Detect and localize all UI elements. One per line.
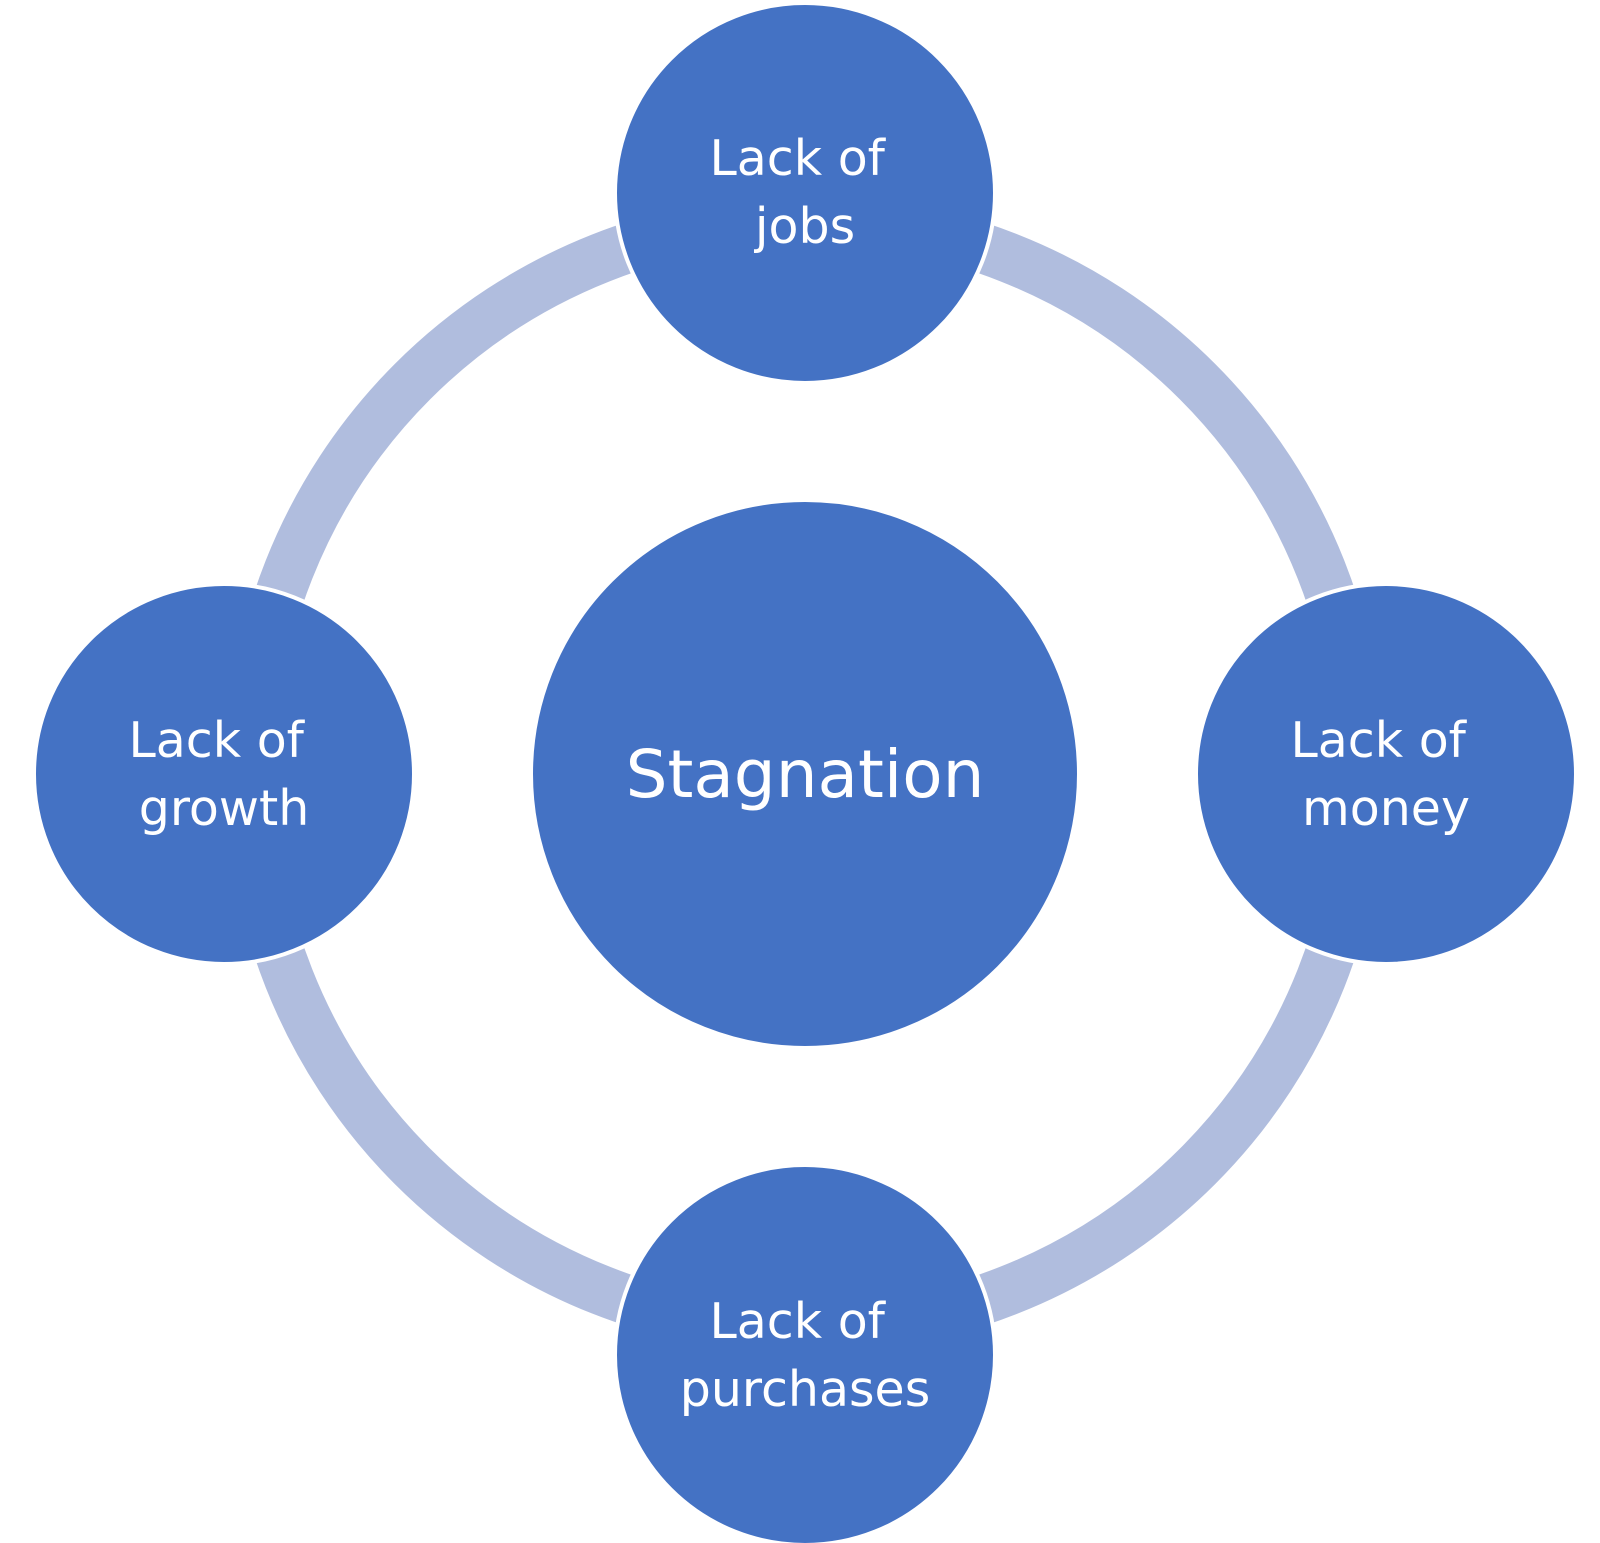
node-money-line1: Lack of [1290,712,1467,769]
node-purchases-circle [613,1163,997,1543]
node-money-circle [1194,582,1578,966]
node-growth-label: Lack of growth [128,712,319,837]
center-node-label: Stagnation [626,736,985,813]
node-money-line2: money [1302,780,1470,837]
node-growth-circle [32,582,416,966]
node-growth-line1: Lack of [128,712,305,769]
node-jobs-label: Lack of jobs [709,130,900,255]
center-node-circle [529,498,1081,1050]
node-jobs-line2: jobs [754,198,855,255]
node-lack-of-purchases: Lack of purchases [613,1163,997,1543]
node-purchases-label: Lack of purchases [680,1293,930,1418]
node-lack-of-money: Lack of money [1194,582,1578,966]
node-lack-of-growth: Lack of growth [32,582,416,966]
node-purchases-line1: Lack of [709,1293,886,1350]
node-lack-of-jobs: Lack of jobs [613,1,997,385]
node-jobs-circle [613,1,997,385]
node-purchases-line2: purchases [680,1361,930,1418]
node-growth-line2: growth [139,780,310,837]
node-money-label: Lack of money [1290,712,1481,837]
node-jobs-line1: Lack of [709,130,886,187]
center-node-stagnation: Stagnation [529,498,1081,1050]
